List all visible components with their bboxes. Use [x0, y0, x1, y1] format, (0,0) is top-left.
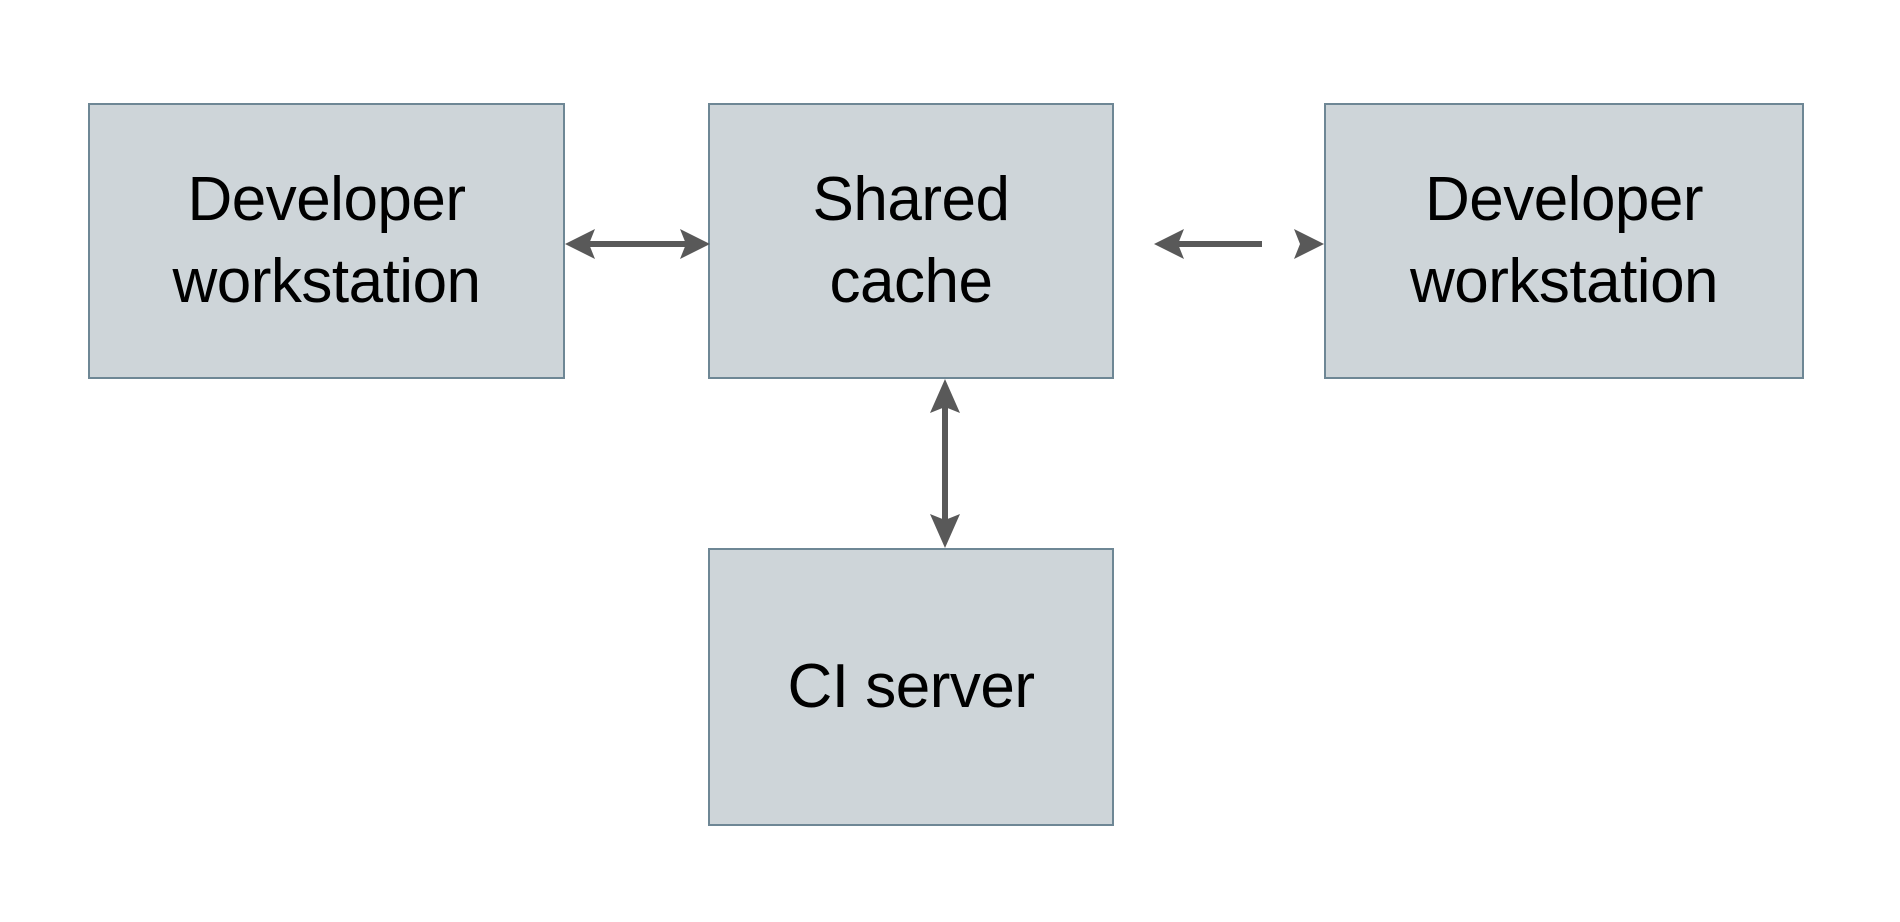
node-label-developer-workstation-right: Developer workstation: [1409, 165, 1719, 316]
node-label-developer-workstation-left: Developer workstation: [172, 165, 481, 316]
node-shared-cache[interactable]: Shared cache: [708, 103, 1114, 379]
edge-ci-server-to-shared-cache: [923, 379, 967, 548]
node-developer-workstation-right[interactable]: Developer workstation: [1324, 103, 1804, 379]
edge-developer-workstation-left-to-shared-cache: [565, 222, 710, 266]
node-label-shared-cache: Shared cache: [812, 165, 1010, 316]
double-arrow-horizontal-icon: [1154, 229, 1324, 259]
edge-shared-cache-to-developer-workstation-right: [1114, 222, 1324, 266]
double-arrow-vertical-icon: [930, 379, 960, 548]
node-ci-server[interactable]: CI server: [708, 548, 1114, 826]
double-arrow-horizontal-icon: [565, 229, 710, 259]
node-developer-workstation-left[interactable]: Developer workstation: [88, 103, 565, 379]
node-label-ci-server: CI server: [787, 652, 1035, 722]
